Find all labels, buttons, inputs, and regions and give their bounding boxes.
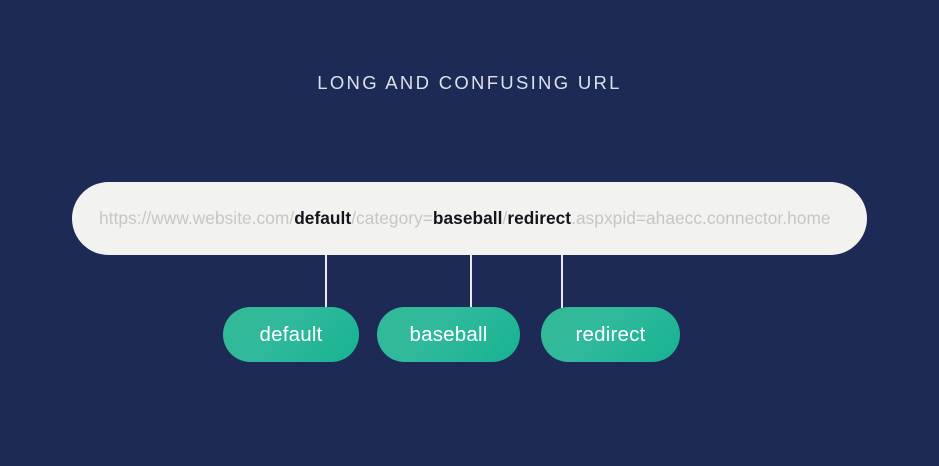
connector-line-baseball [470,255,472,317]
url-segment-dim: /category= [351,207,433,228]
connector-line-default [325,255,327,317]
page-title: LONG AND CONFUSING URL [317,72,622,93]
segment-pill-default[interactable]: default [223,307,359,362]
url-segment-dim: / [502,207,508,228]
url-segment-highlighted: default [294,207,352,228]
url-segment-highlighted: redirect [507,207,572,228]
url-text: https://www.website.com/default/category… [99,207,831,228]
segment-pill-redirect[interactable]: redirect [541,307,680,362]
url-segment-dim: .aspxpid=ahaecc.connector.home [571,207,831,228]
url-segment-dim: https://www.website.com/ [99,207,295,228]
segment-pill-baseball[interactable]: baseball [377,307,520,362]
connector-line-redirect [561,255,563,310]
url-segment-highlighted: baseball [432,207,503,228]
url-bar[interactable]: https://www.website.com/default/category… [72,182,867,255]
